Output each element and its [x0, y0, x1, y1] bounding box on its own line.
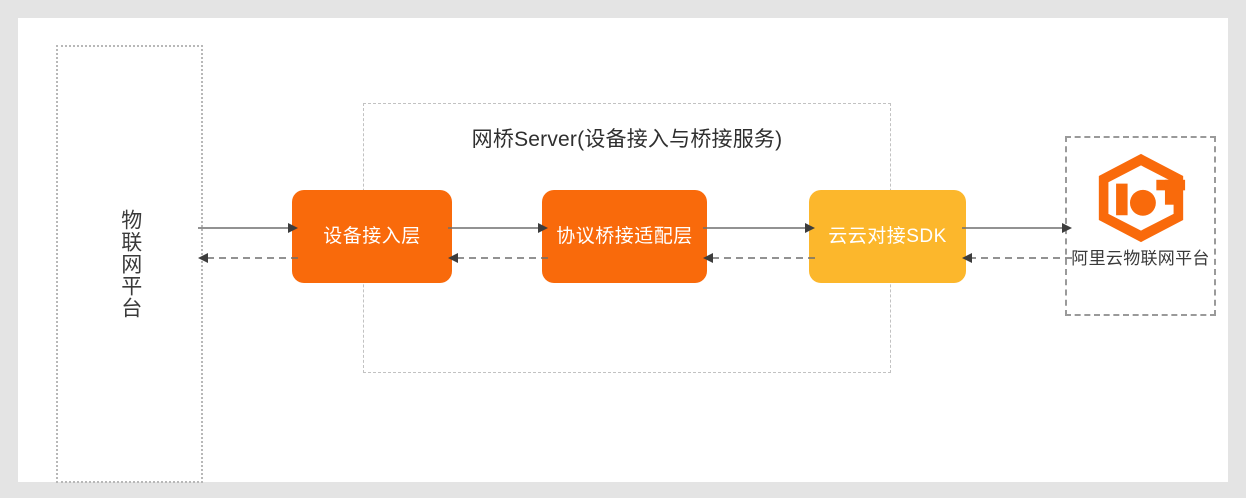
node-device-access-layer-label: 设备接入层 [323, 225, 421, 247]
node-device-access-layer[interactable]: 设备接入层 [292, 190, 452, 283]
node-protocol-bridge-adapter-layer[interactable]: 协议桥接适配层 [542, 190, 707, 283]
bridge-server-title: 网桥Server(设备接入与桥接服务) [471, 128, 783, 151]
iot-hexagon-logo-icon [1098, 153, 1185, 243]
connector-left-to-access [198, 211, 298, 263]
node-protocol-bridge-adapter-layer-label: 协议桥接适配层 [556, 225, 693, 247]
node-cloud-to-cloud-sdk-label: 云云对接SDK [828, 225, 947, 247]
right-aliyun-iot-platform-label: 阿里云物联网平台 [1071, 249, 1210, 268]
right-aliyun-iot-platform-box: 阿里云物联网平台 [1065, 136, 1216, 316]
connector-access-to-bridge [448, 211, 548, 263]
connector-bridge-to-sdk [703, 211, 815, 263]
diagram-canvas: 物联网平台 网桥Server(设备接入与桥接服务) 设备接入层 协议桥接适配层 … [18, 18, 1228, 483]
node-cloud-to-cloud-sdk[interactable]: 云云对接SDK [809, 190, 966, 283]
connector-sdk-to-aliyun [962, 211, 1072, 263]
left-iot-platform-box: 物联网平台 [56, 45, 203, 483]
left-iot-platform-label: 物联网平台 [118, 209, 142, 319]
